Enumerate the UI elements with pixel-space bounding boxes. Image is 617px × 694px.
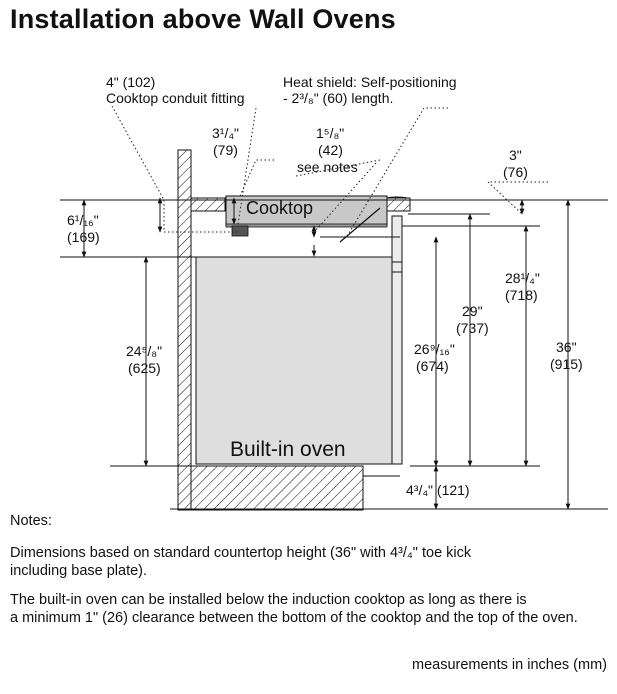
note-1-line-2: including base plate). [10,563,148,579]
svg-text:(915): (915) [550,356,583,372]
page-title: Installation above Wall Ovens [10,4,396,34]
dim-3: 3" (76) [486,147,548,215]
svg-text:- 2³/₈" (60) length.: - 2³/₈" (60) length. [283,90,393,106]
built-in-oven: Built-in oven [195,256,393,465]
cooktop-label: Cooktop [246,198,313,218]
units-footer: measurements in inches (mm) [412,657,607,673]
svg-text:see notes: see notes [297,159,358,175]
wall [177,149,192,511]
svg-text:4³/₄" (121): 4³/₄" (121) [406,482,470,498]
svg-text:(169): (169) [67,229,100,245]
svg-text:4" (102): 4" (102) [106,74,155,90]
countertop [190,196,411,212]
heat-shield [339,207,381,243]
svg-text:(674): (674) [416,358,449,374]
callout-conduit: 4" (102) Cooktop conduit fitting [106,74,257,233]
svg-text:(625): (625) [128,360,161,376]
svg-text:(737): (737) [456,320,489,336]
dim-4-3-4: 4³/₄" (121) [406,465,470,510]
notes-heading: Notes: [10,513,52,529]
svg-text:(79): (79) [213,142,238,158]
dim-26-9-16: 26⁹/₁₆" (674) [414,236,455,467]
svg-text:1⁵/₈": 1⁵/₈" [316,125,344,141]
note-1-line-1: Dimensions based on standard countertop … [10,545,472,561]
svg-text:26⁹/₁₆": 26⁹/₁₆" [414,341,455,357]
svg-text:(42): (42) [318,142,343,158]
cabinet [391,215,403,465]
dim-36: 36" (915) [550,199,583,510]
svg-text:24⁵/₈": 24⁵/₈" [126,343,162,359]
svg-text:36": 36" [556,339,577,355]
dim-24-5-8: 24⁵/₈" (625) [126,256,162,467]
svg-text:28¹/₄": 28¹/₄" [505,270,540,286]
dim-3-1-4: 3¹/₄" (79) [212,125,274,225]
base-plate [190,465,400,511]
dim-1-5-8: 1⁵/₈" (42) see notes [295,125,381,257]
svg-text:3¹/₄": 3¹/₄" [212,125,239,141]
svg-text:3": 3" [509,147,522,163]
svg-text:6¹/₁₆": 6¹/₁₆" [67,212,99,228]
svg-text:(718): (718) [505,287,538,303]
notes-section: Notes: Dimensions based on standard coun… [10,512,610,627]
dim-29: 29" (737) [456,213,489,467]
svg-text:Cooktop conduit fitting: Cooktop conduit fitting [106,90,245,106]
dim-28-1-4: 28¹/₄" (718) [505,225,540,467]
oven-label: Built-in oven [230,438,346,461]
svg-text:29": 29" [462,303,483,319]
note-2-line-2: a minimum 1" (26) clearance between the … [10,610,578,626]
callout-heat-shield: Heat shield: Self-positioning - 2³/₈" (6… [283,74,457,239]
svg-text:Heat shield: Self-positioning: Heat shield: Self-positioning [283,74,457,90]
svg-text:(76): (76) [503,164,528,180]
cooktop-unit: Cooktop [225,195,388,237]
note-2-line-1: The built-in oven can be installed below… [10,592,527,608]
dim-6-1-16: 6¹/₁₆" (169) [67,199,100,258]
